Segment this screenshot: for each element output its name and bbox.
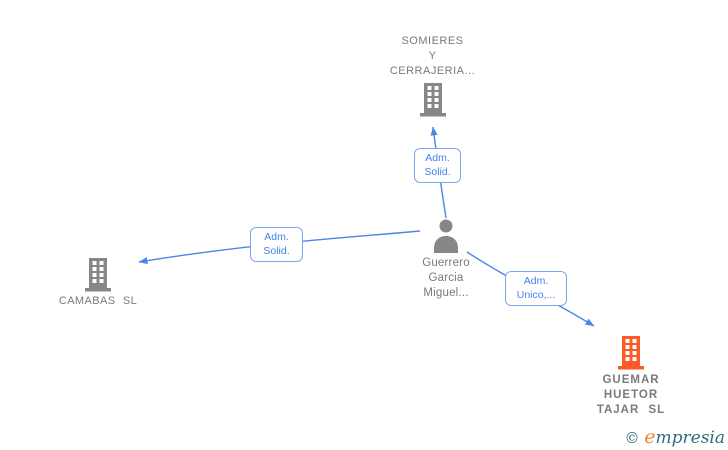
empresia-logo[interactable]: © empresia: [624, 427, 725, 448]
edge-label-adm-solid-somieres[interactable]: Adm. Solid.: [414, 148, 461, 183]
building-icon: [576, 336, 686, 370]
node-company-somieres[interactable]: SOMIERES Y CERRAJERIA...: [350, 34, 515, 117]
edge-label-line: Solid.: [263, 244, 290, 257]
edge-label-line: Adm.: [425, 152, 450, 164]
node-label: Guerrero: [422, 257, 470, 269]
node-person-guerrero[interactable]: Guerrero Garcia Miguel...: [396, 219, 496, 301]
node-company-camabas[interactable]: CAMABAS SL: [38, 258, 158, 309]
copyright-symbol: ©: [624, 429, 640, 447]
edge-label-line: Adm.: [523, 275, 549, 287]
person-icon: [396, 219, 496, 253]
edge-label-adm-unico-guemar[interactable]: Adm. Unico,...: [505, 271, 567, 306]
node-label: GUEMAR: [602, 374, 660, 386]
node-label: CAMABAS SL: [58, 295, 138, 307]
edge-label-line: Adm.: [264, 231, 289, 243]
edge-label-line: Unico,...: [516, 288, 556, 301]
node-label: Y: [428, 50, 437, 62]
edge-label-adm-solid-camabas[interactable]: Adm. Solid.: [250, 227, 303, 262]
node-label: CERRAJERIA...: [389, 65, 476, 77]
node-label: TAJAR SL: [596, 404, 666, 416]
node-company-guemar[interactable]: GUEMAR HUETOR TAJAR SL: [576, 336, 686, 418]
node-label: HUETOR: [603, 389, 659, 401]
building-icon: [38, 258, 158, 292]
edge-label-line: Solid.: [424, 165, 451, 178]
building-icon: [350, 83, 515, 117]
node-label: Miguel...: [423, 287, 469, 299]
node-label: SOMIERES: [401, 35, 464, 47]
brand-name: empresia: [644, 426, 725, 448]
node-label: Garcia: [428, 272, 464, 284]
